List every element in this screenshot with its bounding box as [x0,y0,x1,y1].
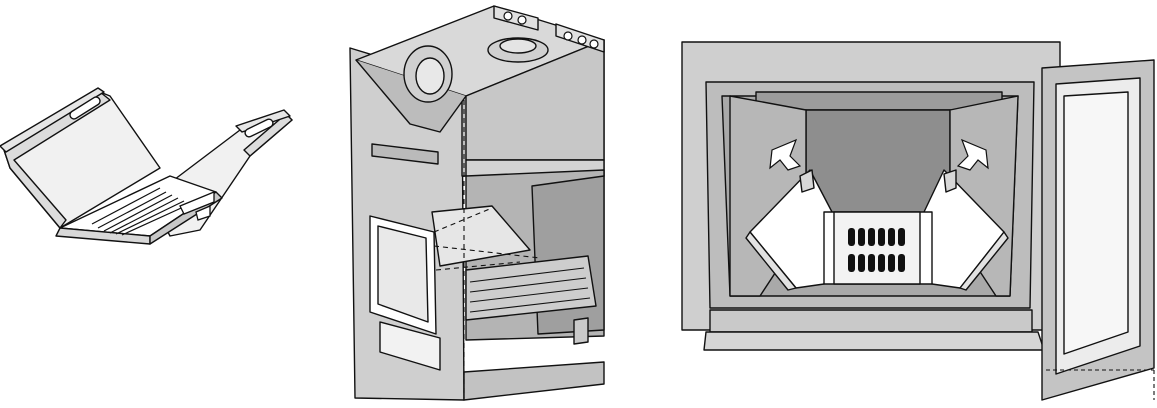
installation-arrow-icon [769,138,802,171]
installation-arrow-icon [956,138,989,171]
grate-openings [848,228,905,272]
tray-figure [0,87,293,245]
